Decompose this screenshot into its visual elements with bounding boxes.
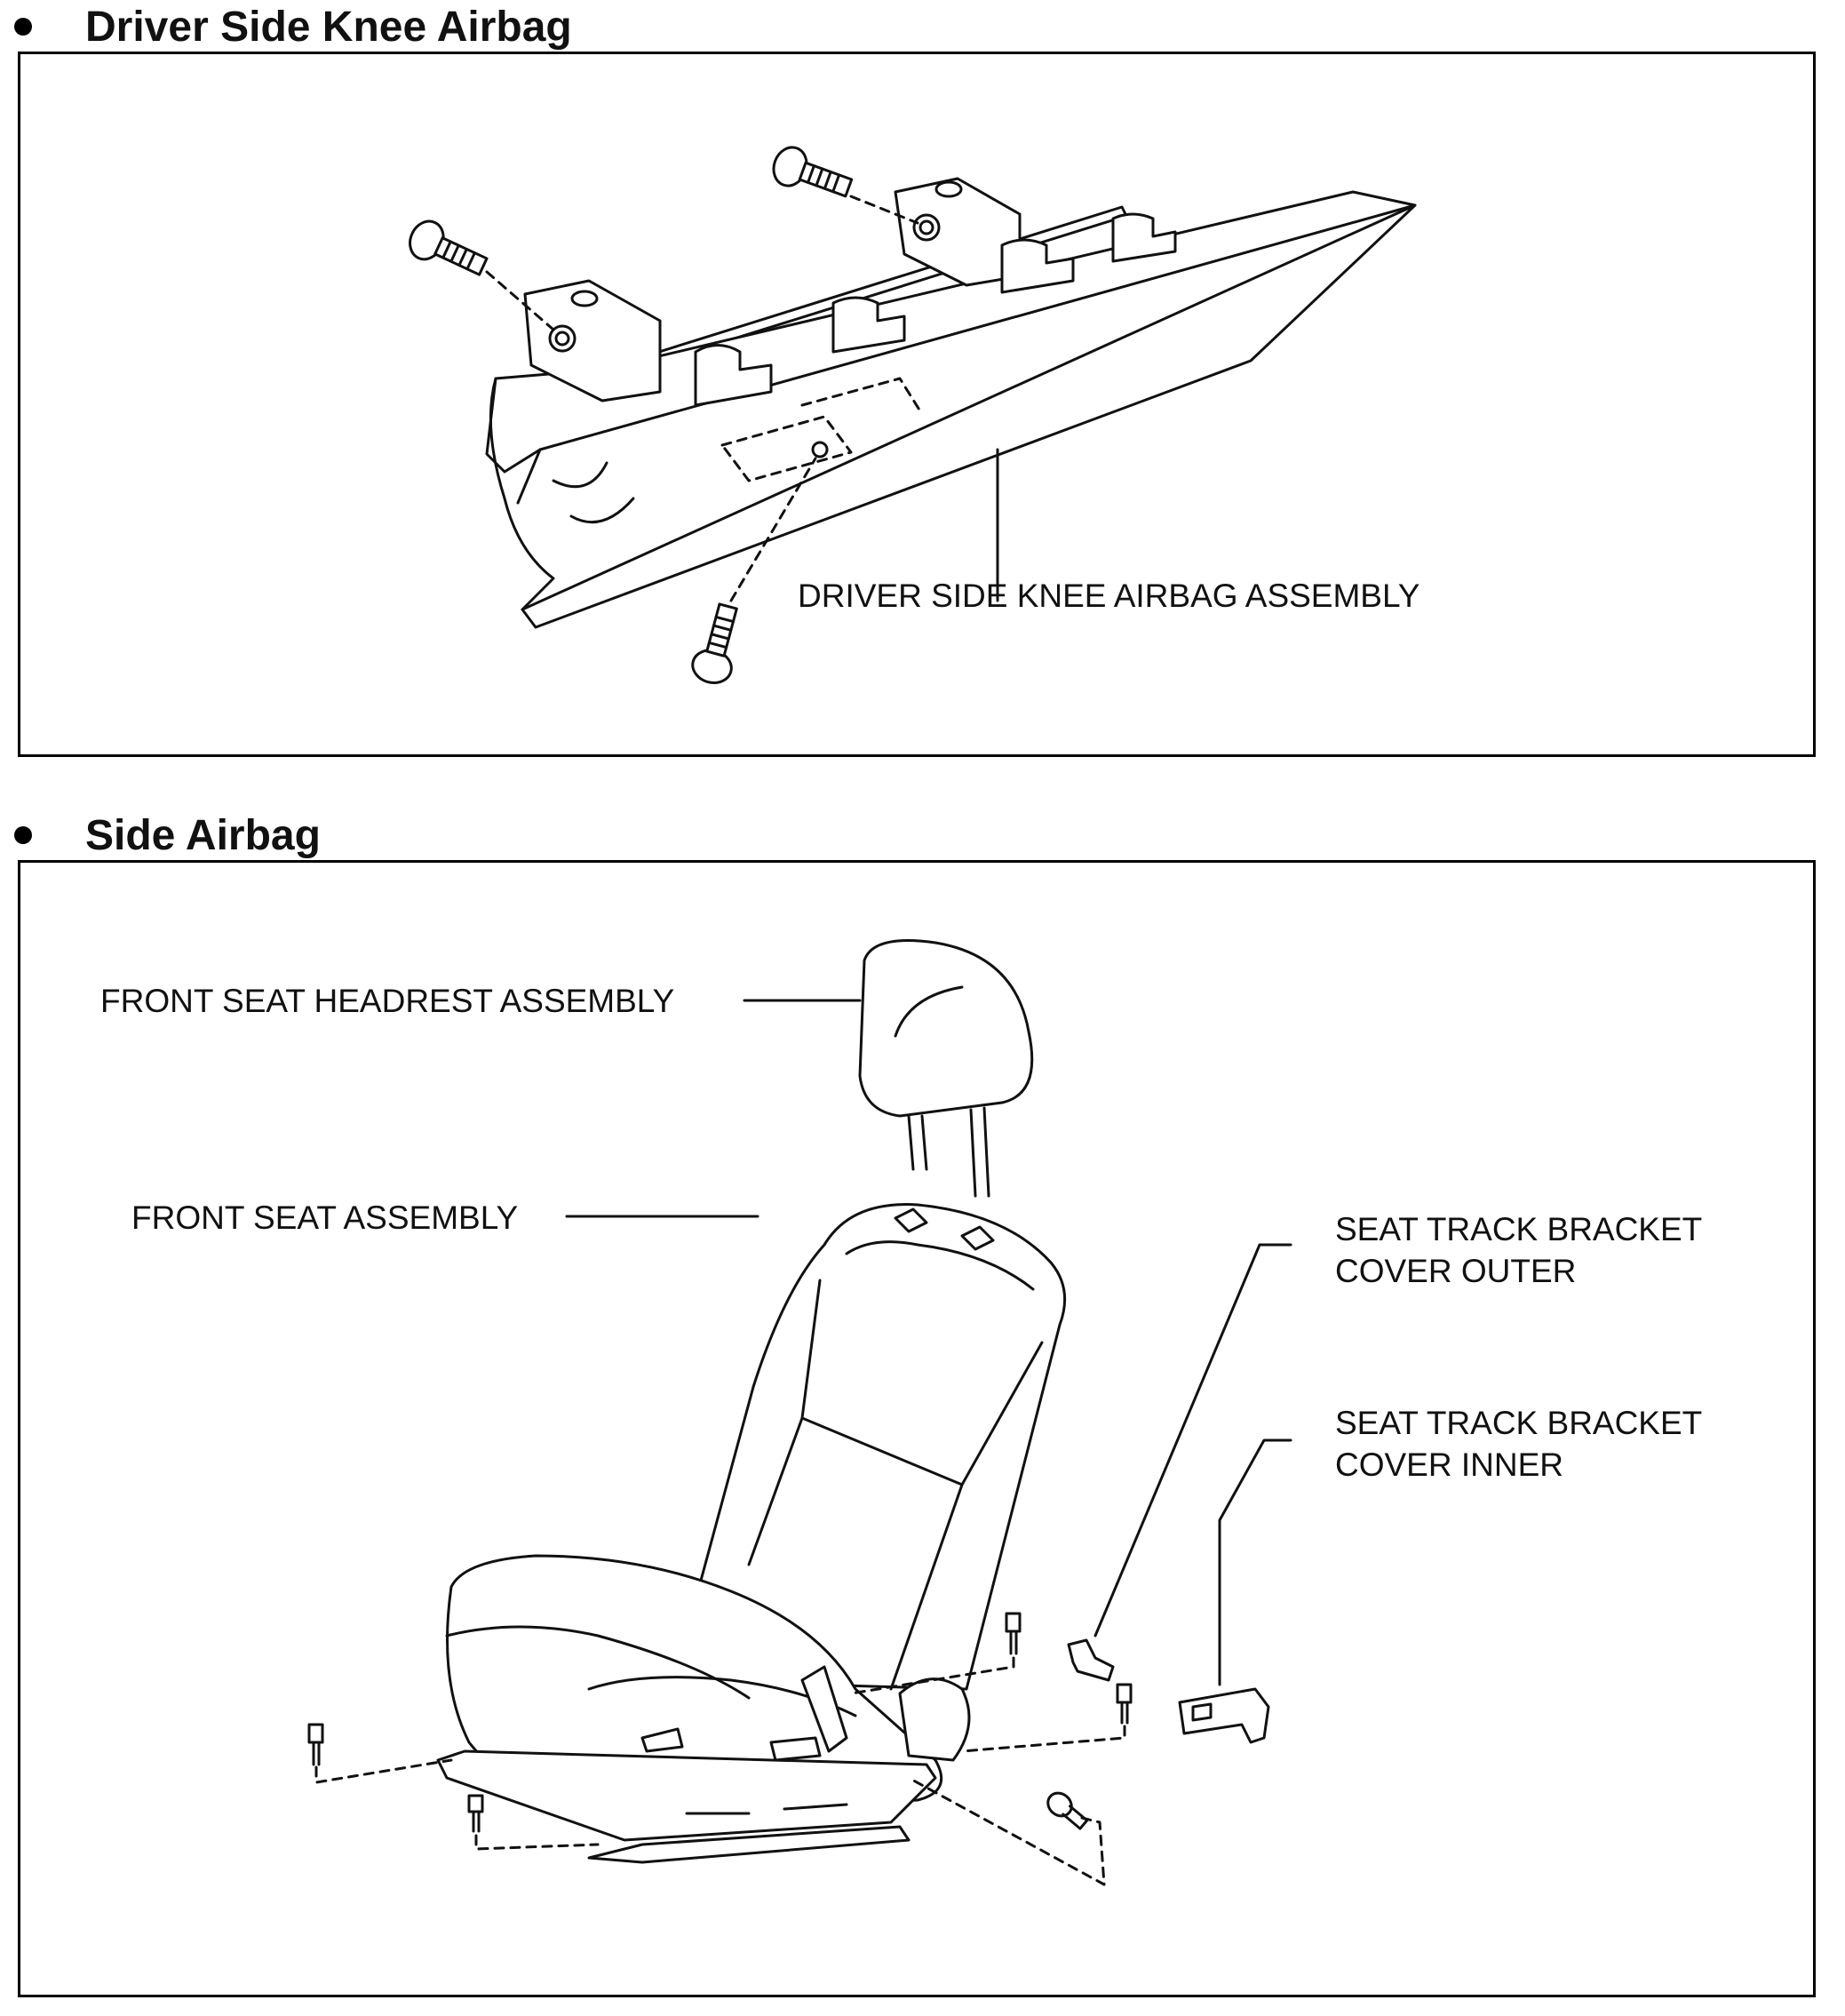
- cover-inner-label-line1: SEAT TRACK BRACKET: [1335, 1405, 1702, 1441]
- side-airbag-diagram: FRONT SEAT HEADREST ASSEMBLY FRONT SEAT …: [100, 939, 1702, 1886]
- bolt-rear-right: [1005, 1612, 1022, 1655]
- cover-outer-icon: [1067, 1638, 1115, 1682]
- cover-inner-leader-line: [1218, 1438, 1292, 1686]
- bolt-front-left: [467, 1794, 484, 1833]
- bullet-icon: [14, 826, 32, 844]
- bolt-left: [409, 219, 489, 276]
- knee-airbag-label: DRIVER SIDE KNEE AIRBAG ASSEMBLY: [798, 578, 1420, 614]
- knee-airbag-front-panel: [521, 203, 1417, 629]
- seat-back: [694, 1203, 1067, 1691]
- cover-outer-label-line1: SEAT TRACK BRACKET: [1335, 1211, 1702, 1247]
- headrest-label: FRONT SEAT HEADREST ASSEMBLY: [100, 983, 674, 1019]
- cover-outer-label-line2: COVER OUTER: [1335, 1253, 1576, 1289]
- section-title-text: Side Airbag: [85, 811, 321, 859]
- knee-airbag-diagram-panel: DRIVER SIDE KNEE AIRBAG ASSEMBLY: [18, 52, 1816, 757]
- bolt-top: [772, 146, 854, 198]
- cover-inner-label-line2: COVER INNER: [1335, 1446, 1563, 1483]
- side-airbag-diagram-panel: FRONT SEAT HEADREST ASSEMBLY FRONT SEAT …: [18, 860, 1816, 1997]
- bolt-center-right: [1046, 1791, 1089, 1830]
- cover-outer-leader-line: [1093, 1243, 1292, 1638]
- bolt-bottom: [691, 602, 738, 684]
- seat-label: FRONT SEAT ASSEMBLY: [131, 1199, 518, 1236]
- knee-airbag-diagram: DRIVER SIDE KNEE AIRBAG ASSEMBLY: [409, 146, 1420, 684]
- bullet-icon: [14, 18, 32, 36]
- bolt-front-right: [1116, 1683, 1133, 1725]
- knee-airbag-body: [485, 190, 1417, 474]
- section-title-text: Driver Side Knee Airbag: [85, 3, 572, 51]
- cover-inner-icon: [1178, 1687, 1270, 1744]
- headrest-icon: [858, 939, 1034, 1118]
- seat-rail: [436, 1749, 937, 1842]
- bolt-rear-left: [307, 1723, 324, 1766]
- left-bracket: [523, 279, 662, 402]
